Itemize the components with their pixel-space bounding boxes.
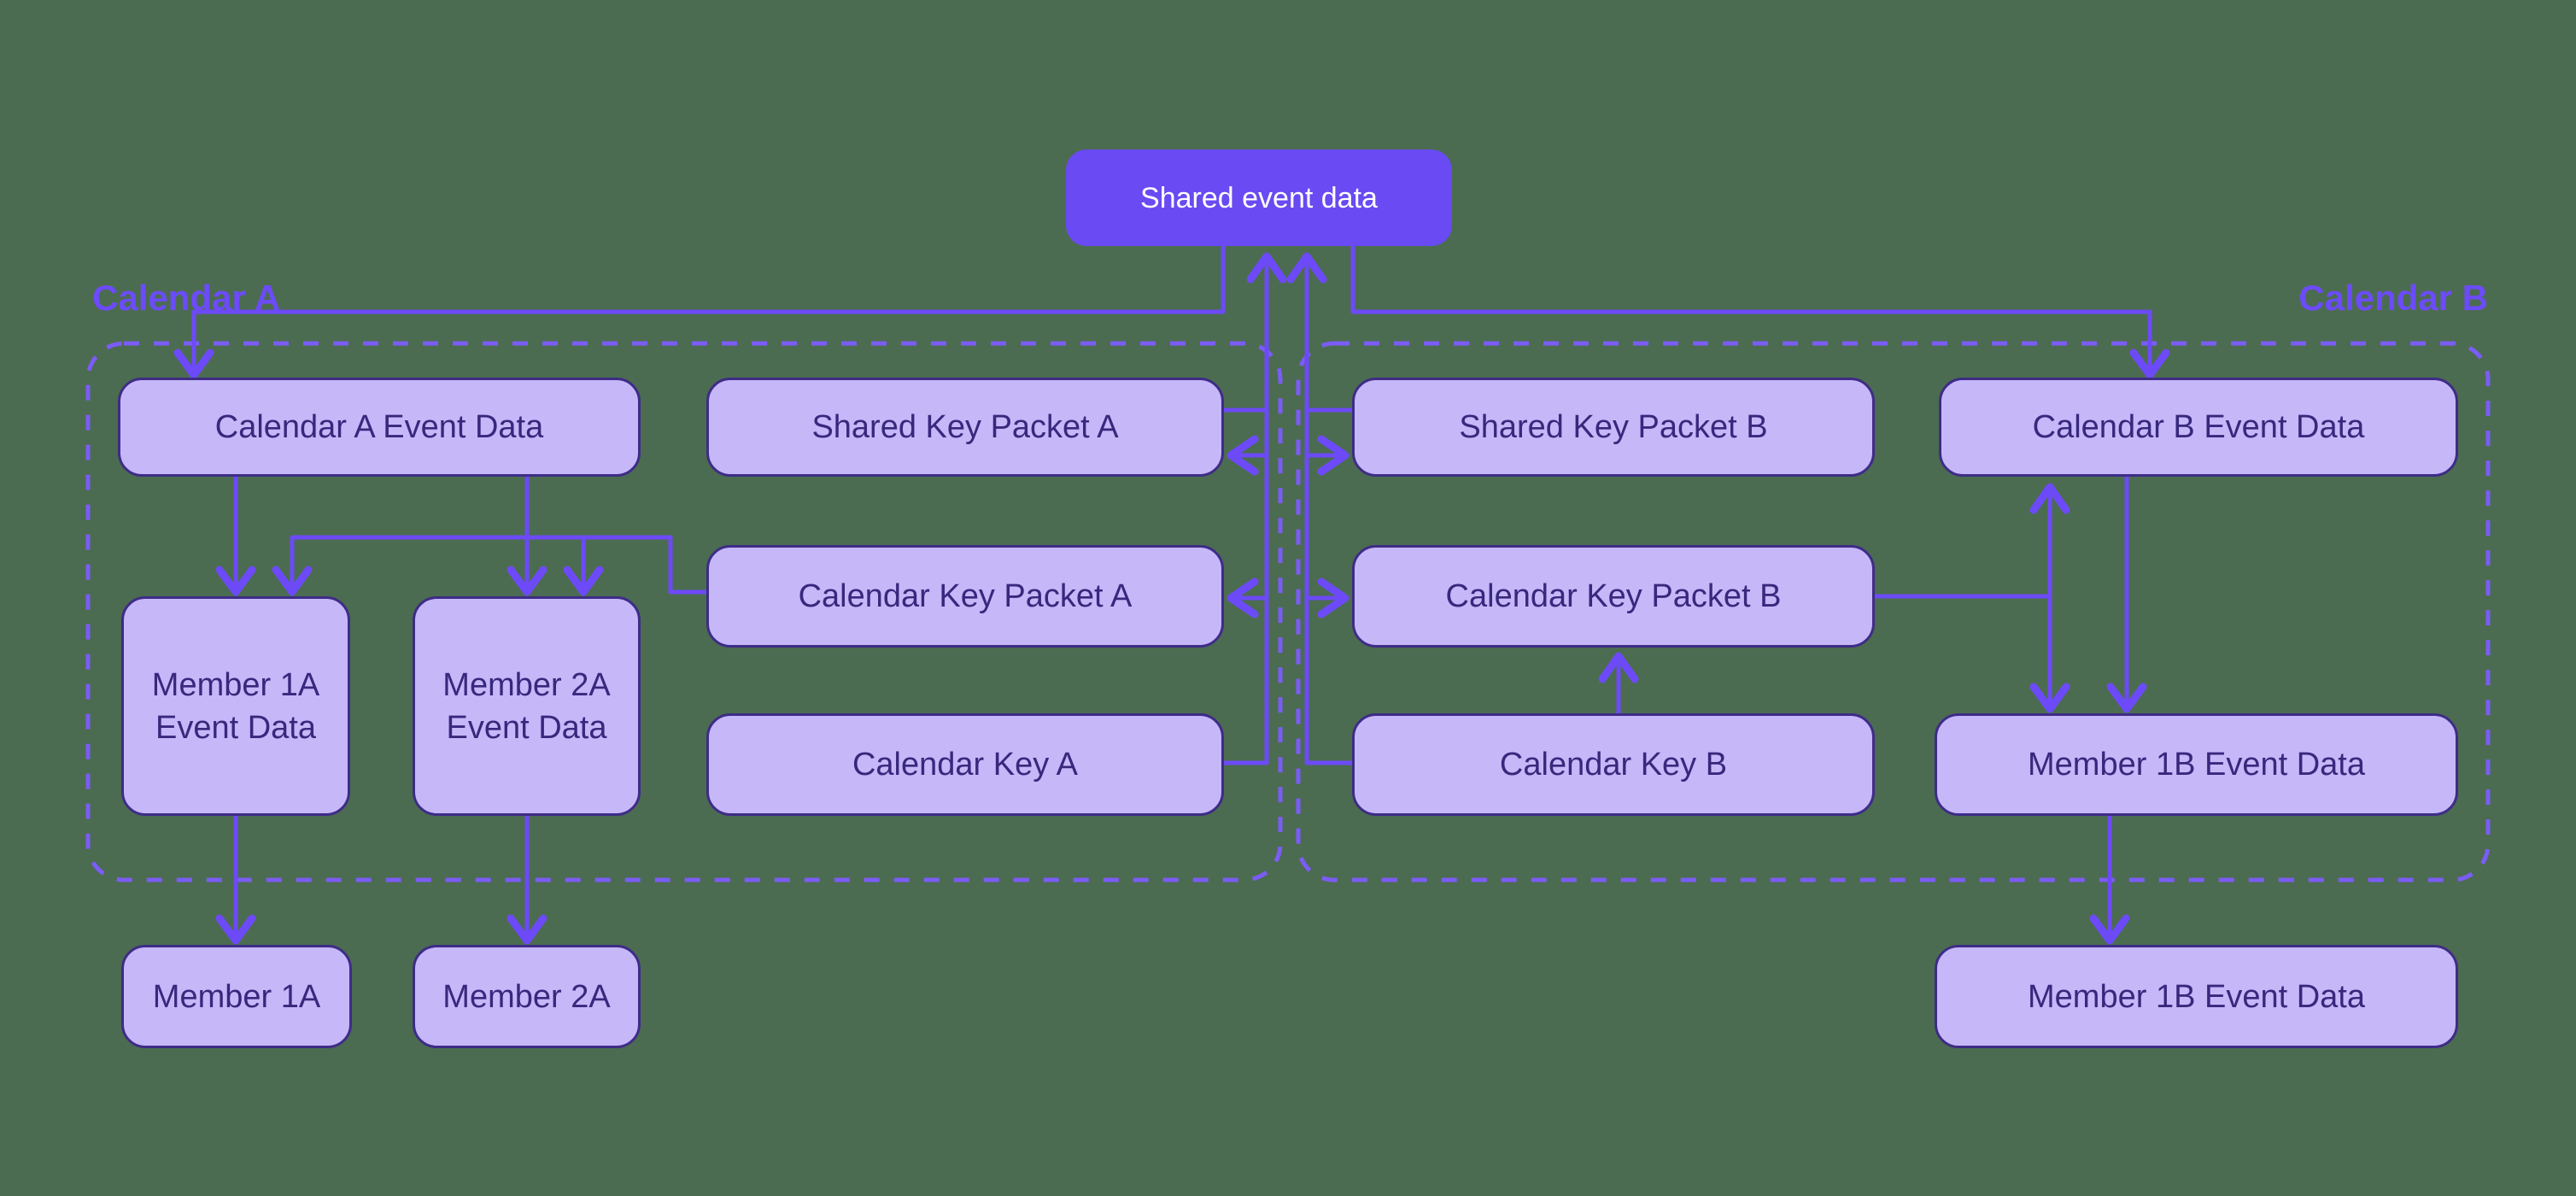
node-label: Member 2A Event Data: [442, 666, 611, 746]
node-member-1b-event-data-bottom: Member 1B Event Data: [1935, 945, 2458, 1048]
node-label: Calendar Key B: [1499, 747, 1728, 783]
node-label: Member 1B Event Data: [2028, 978, 2365, 1015]
edge-key-packet-a-branch: [290, 535, 709, 595]
node-label: Shared Key Packet B: [1459, 409, 1768, 445]
node-calendar-key-packet-b: Calendar Key Packet B: [1352, 545, 1875, 648]
node-label: Calendar Key Packet A: [798, 578, 1133, 614]
node-calendar-a-event-data: Calendar A Event Data: [118, 378, 641, 477]
edge-shared-to-calendar-a: [191, 243, 1226, 375]
node-member-1a-event-data: Member 1A Event Data: [121, 596, 350, 816]
node-label: Calendar B Event Data: [2032, 409, 2365, 445]
node-calendar-key-a: Calendar Key A: [706, 713, 1224, 816]
group-label-calendar-a: Calendar A: [92, 278, 281, 318]
node-label: Member 1A: [152, 978, 321, 1015]
node-member-1b-event-data-top: Member 1B Event Data: [1935, 713, 2458, 816]
node-label: Calendar Key A: [852, 747, 1079, 783]
node-label: Calendar A Event Data: [214, 409, 544, 445]
node-label: Shared Key Packet A: [811, 409, 1119, 445]
node-label: Calendar Key Packet B: [1445, 578, 1782, 614]
node-label: Shared event data: [1140, 181, 1378, 214]
node-calendar-key-packet-a: Calendar Key Packet A: [706, 545, 1224, 648]
edge-bus-a: [1221, 254, 1269, 765]
node-calendar-b-event-data: Calendar B Event Data: [1939, 378, 2458, 477]
node-member-2a: Member 2A: [413, 945, 641, 1048]
node-label: Member 1B Event Data: [2028, 747, 2365, 783]
node-member-2a-event-data: Member 2A Event Data: [413, 596, 641, 816]
group-calendar-a-border: [85, 341, 1283, 882]
node-shared-event-data: Shared event data: [1066, 150, 1452, 246]
edge-shared-to-calendar-b: [1350, 243, 2152, 375]
group-calendar-b-border: [1296, 341, 2491, 882]
group-label-calendar-b: Calendar B: [2298, 278, 2488, 318]
node-shared-key-packet-b: Shared Key Packet B: [1352, 378, 1875, 477]
edge-bus-b: [1304, 254, 1355, 765]
node-label: Member 2A: [442, 978, 611, 1015]
node-member-1a: Member 1A: [121, 945, 352, 1048]
node-calendar-key-b: Calendar Key B: [1352, 713, 1875, 816]
edge-key-packet-b-elbow: [1872, 484, 2052, 709]
node-label: Member 1A Event Data: [151, 666, 320, 746]
node-shared-key-packet-a: Shared Key Packet A: [706, 378, 1224, 477]
